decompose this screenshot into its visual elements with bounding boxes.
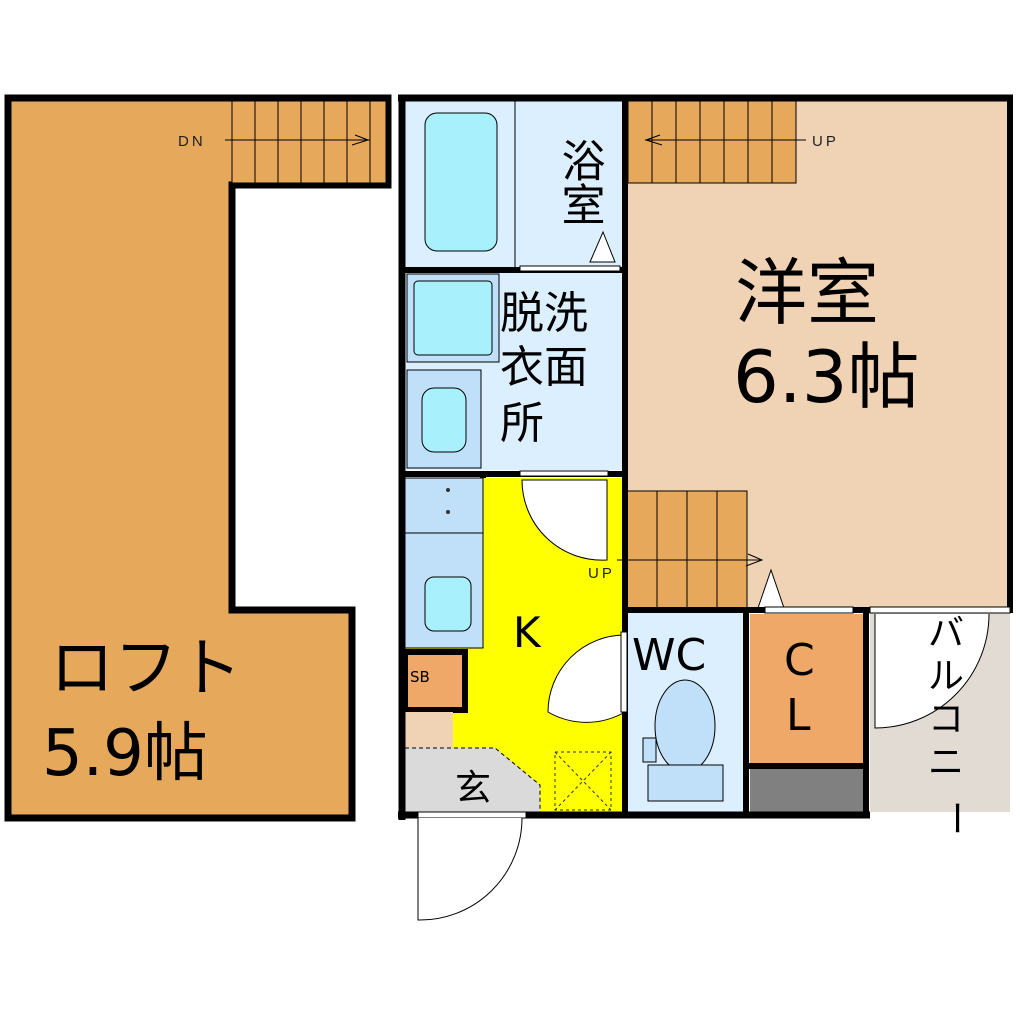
balcony-label: バ ル コ ニ ー (928, 613, 976, 836)
loft-area: DN ロフト 5.9帖 (4, 94, 392, 822)
closet-label-c: C (784, 635, 815, 686)
balcony-label-char: コ (928, 699, 964, 740)
western-room-size: 6.3帖 (733, 335, 920, 419)
balcony-label-char: ー (935, 800, 976, 836)
balcony-label-char: ル (928, 656, 964, 697)
kitchen-door-arc (521, 479, 608, 561)
loft-size: 5.9帖 (42, 717, 208, 791)
loft-stair-label: DN (178, 133, 206, 150)
storage-hatch-icon (554, 751, 612, 811)
toilet-icon (654, 679, 716, 773)
entrance-label: 玄 (455, 768, 491, 809)
balcony-door-arc (874, 613, 990, 729)
wc-label: WC (632, 630, 706, 681)
kitchen-stairs (617, 490, 785, 610)
washroom-label-1: 脱洗 (500, 288, 588, 339)
front-door-arc (417, 817, 523, 921)
loft-stairs (225, 100, 387, 184)
bath-door-icon (589, 230, 616, 263)
room-labels: 浴室 脱洗 衣面 所 洋室 6.3帖 (500, 138, 920, 449)
kitchen-label: K (513, 608, 542, 657)
western-stair-label: UP (812, 133, 839, 150)
entrance (404, 747, 541, 813)
western-room-name: 洋室 (735, 251, 879, 335)
loft-name: ロフト (50, 632, 242, 706)
closet-label-l: L (786, 690, 811, 741)
balcony-label-char: バ (928, 613, 964, 654)
closet (750, 614, 864, 764)
closet-shelf (750, 768, 864, 812)
wc-door-arc (547, 634, 626, 723)
kitchen-sink-icon (424, 576, 472, 632)
main-unit: SB 玄 K UP UP WC C L (398, 94, 1013, 921)
bathtub-icon (424, 112, 498, 252)
washroom-label-2: 衣面 (500, 342, 588, 393)
bath-label-1: 浴室 (554, 138, 605, 226)
western-stairs (627, 100, 806, 184)
kitchen-stair-label: UP (588, 565, 615, 582)
washroom-label-3: 所 (500, 398, 544, 449)
shoebox-label: SB (410, 668, 430, 686)
balcony-label-char: ニ (928, 742, 964, 783)
